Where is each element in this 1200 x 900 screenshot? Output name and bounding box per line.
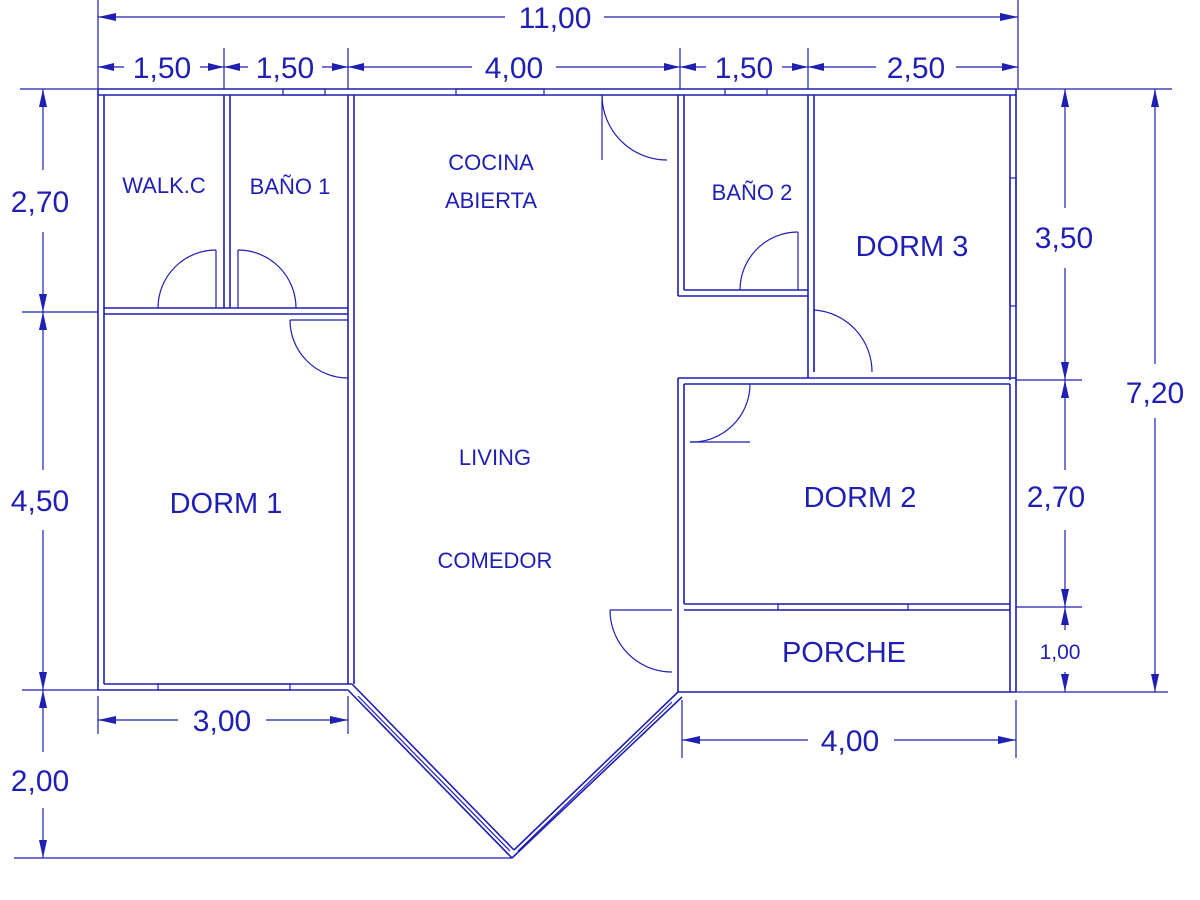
dim-left-seg-2: 4,50 (11, 485, 69, 518)
dim-top-seg-5: 2,50 (887, 52, 945, 85)
room-label-porche: PORCHE (782, 637, 906, 669)
dim-left-seg-3: 2,00 (11, 765, 69, 798)
dim-right-seg-3: 1,00 (1040, 641, 1081, 664)
room-label-bano-1: BAÑO 1 (250, 174, 331, 199)
room-label-abierta: ABIERTA (445, 188, 537, 213)
dim-bottom-left: 3,00 (193, 705, 251, 738)
room-label-walk-c: WALK.C (122, 173, 206, 198)
room-label-living: LIVING (459, 445, 531, 470)
dim-top-seg-1: 1,50 (133, 52, 191, 85)
dim-right-seg-1: 3,50 (1035, 222, 1093, 255)
room-label-comedor: COMEDOR (438, 548, 553, 573)
windows (157, 88, 1017, 852)
dim-left-seg-1: 2,70 (11, 186, 69, 219)
room-label-dorm-1: DORM 1 (170, 488, 283, 520)
room-label-bano-2: BAÑO 2 (712, 180, 793, 205)
dim-right-seg-2: 2,70 (1027, 481, 1085, 514)
dim-bottom-right: 4,00 (821, 725, 879, 758)
room-label-dorm-3: DORM 3 (856, 231, 969, 263)
room-label-dorm-2: DORM 2 (804, 482, 917, 514)
dimension-lines (14, 0, 1172, 859)
room-label-cocina: COCINA (448, 150, 534, 175)
dim-top-seg-2: 1,50 (256, 52, 314, 85)
dim-top-total: 11,00 (519, 2, 592, 35)
dim-top-seg-3: 4,00 (485, 52, 543, 85)
dim-right-total: 7,20 (1126, 377, 1184, 410)
dim-top-seg-4: 1,50 (715, 52, 773, 85)
doors (157, 94, 873, 673)
